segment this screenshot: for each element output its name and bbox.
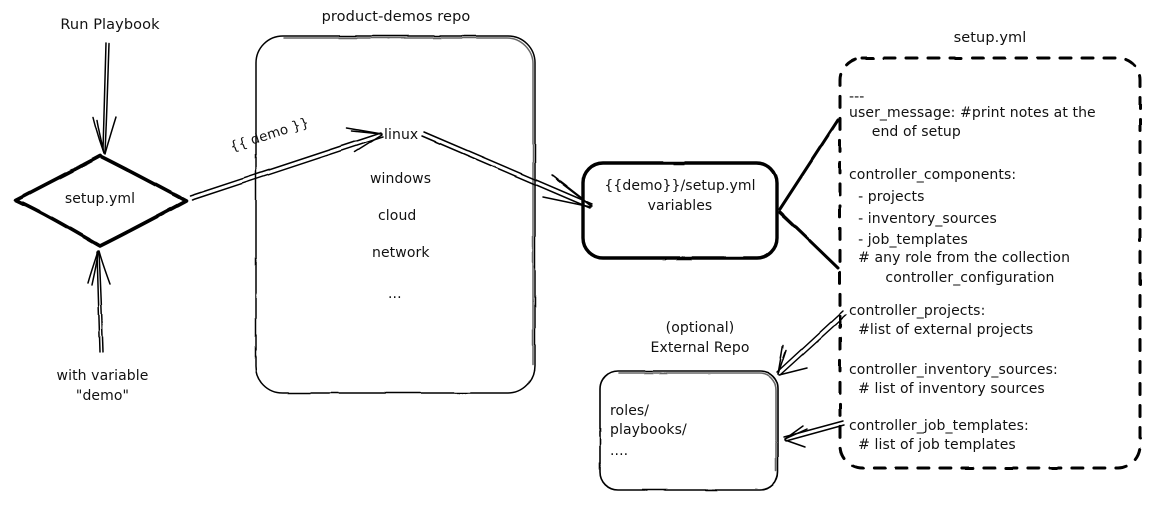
external-repo-title-line2: External Repo bbox=[650, 340, 750, 356]
variables-box-line2: variables bbox=[647, 198, 713, 214]
product-demos-repo-box bbox=[255, 35, 536, 394]
setup-yml-line-0: --- bbox=[849, 89, 865, 105]
external-repo-title-line1: (optional) bbox=[665, 320, 735, 336]
lines-setupyml-to-variables-thin bbox=[778, 121, 837, 267]
setup-yml-line-7: - job_templates bbox=[849, 232, 968, 248]
product-demos-repo-title: product-demos repo bbox=[321, 9, 471, 25]
arrow-job-templates-to-external-repo bbox=[783, 420, 845, 448]
setup-yml-line-1: user_message: #print notes at the bbox=[849, 105, 1096, 121]
repo-item-linux: linux bbox=[384, 127, 419, 143]
external-repo-item-ellipsis: .... bbox=[610, 443, 629, 459]
repo-item-windows: windows bbox=[370, 171, 432, 187]
variables-box-shape bbox=[581, 161, 779, 260]
with-variable-label-line1: with variable bbox=[56, 368, 149, 384]
setup-yml-line-5: - projects bbox=[849, 189, 925, 205]
setup-yml-file-title: setup.yml bbox=[953, 30, 1027, 46]
setup-yml-line-17: controller_job_templates: bbox=[849, 418, 1029, 434]
repo-item-cloud: cloud bbox=[378, 208, 417, 224]
run-playbook-label: Run Playbook bbox=[60, 17, 160, 33]
repo-item-ellipsis: ... bbox=[388, 286, 402, 302]
setup-yml-line-12: #list of external projects bbox=[849, 322, 1034, 338]
arrow-projects-to-external-repo bbox=[776, 310, 847, 376]
setup-yml-diamond-label: setup.yml bbox=[64, 191, 136, 207]
variables-box-line1: {{demo}}/setup.yml bbox=[604, 178, 756, 194]
setup-yml-line-14: controller_inventory_sources: bbox=[849, 362, 1058, 378]
setup-yml-line-6: - inventory_sources bbox=[849, 211, 997, 227]
setup-yml-line-15: # list of inventory sources bbox=[849, 381, 1045, 397]
setup-yml-line-11: controller_projects: bbox=[849, 303, 986, 319]
repo-item-network: network bbox=[372, 245, 430, 261]
setup-yml-line-2: end of setup bbox=[849, 124, 961, 140]
setup-yml-diamond-shape bbox=[14, 153, 188, 248]
arrow-linux-to-variables bbox=[421, 131, 593, 209]
arrow-demo-to-linux bbox=[189, 127, 384, 201]
arrow-with-variable bbox=[87, 250, 111, 353]
setup-yml-dashed-box bbox=[838, 56, 1142, 470]
arrow-run-playbook bbox=[92, 42, 117, 155]
external-repo-item-playbooks: playbooks/ bbox=[610, 422, 687, 438]
setup-yml-line-4: controller_components: bbox=[849, 167, 1017, 183]
setup-yml-line-8: # any role from the collection bbox=[849, 250, 1071, 266]
setup-yml-line-18: # list of job templates bbox=[849, 437, 1016, 453]
external-repo-box-shape bbox=[599, 370, 779, 491]
external-repo-item-roles: roles/ bbox=[610, 403, 650, 419]
with-variable-label-line2: "demo" bbox=[75, 388, 130, 404]
setup-yml-line-9: controller_configuration bbox=[849, 270, 1055, 286]
